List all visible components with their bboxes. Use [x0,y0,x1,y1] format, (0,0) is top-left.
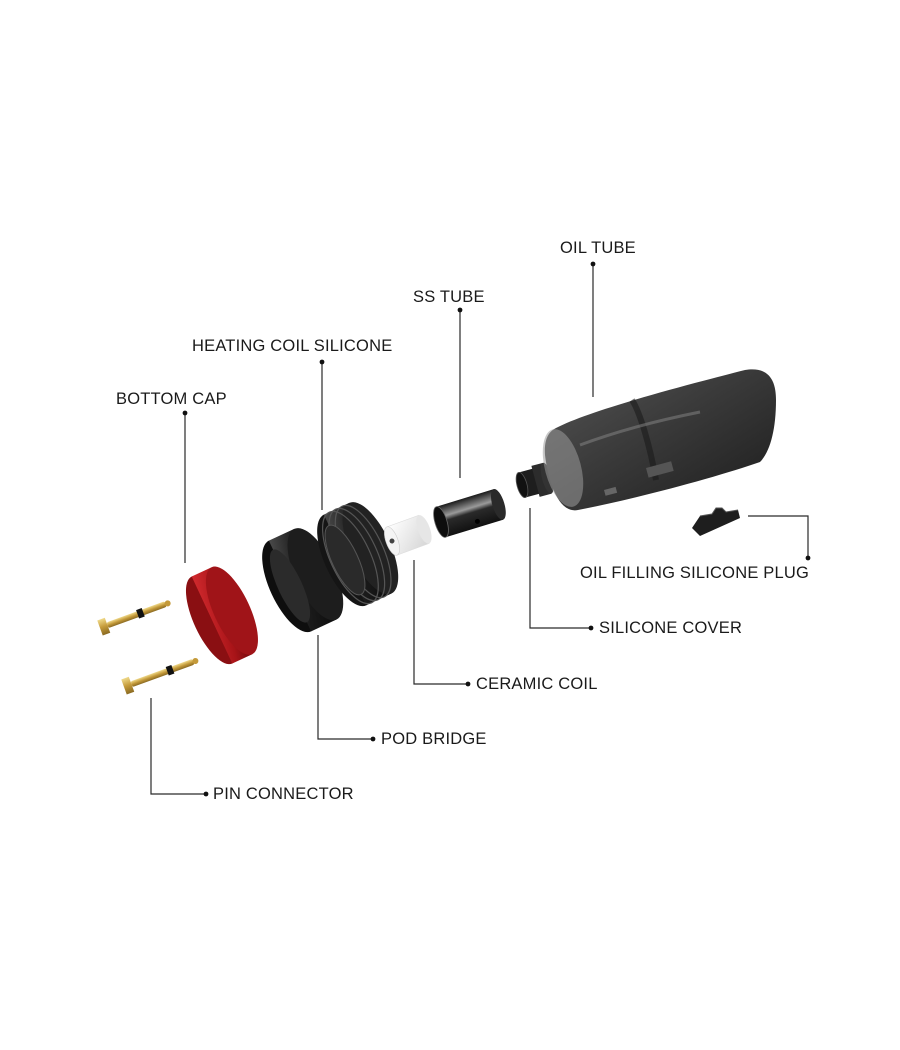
label-pin-connector: PIN CONNECTOR [213,785,354,803]
pod-bridge-part [262,528,344,633]
oil-tube-part [542,369,776,511]
label-ceramic-coil: CERAMIC COIL [476,675,598,693]
ss-tube-part [433,489,506,538]
label-ss-tube: SS TUBE [413,288,485,306]
label-oil-tube: OIL TUBE [560,239,636,257]
label-pod-bridge: POD BRIDGE [381,730,487,748]
leader-lines [150,264,809,795]
leader-dots [182,261,811,797]
label-silicone-cover: SILICONE COVER [599,619,743,637]
label-bottom-cap: BOTTOM CAP [116,390,227,408]
label-heating-coil-silicone: HEATING COIL SILICONE [192,337,393,355]
bottom-cap-part [185,566,258,665]
label-oil-filling-silicone-plug: OIL FILLING SILICONE PLUG [580,564,810,582]
pin-connector-part [97,600,199,695]
silicone-cover-part [515,462,554,499]
oil-filling-silicone-plug-part [692,507,740,536]
heating-coil-silicone-part [317,502,399,607]
ceramic-coil-part [384,514,432,556]
